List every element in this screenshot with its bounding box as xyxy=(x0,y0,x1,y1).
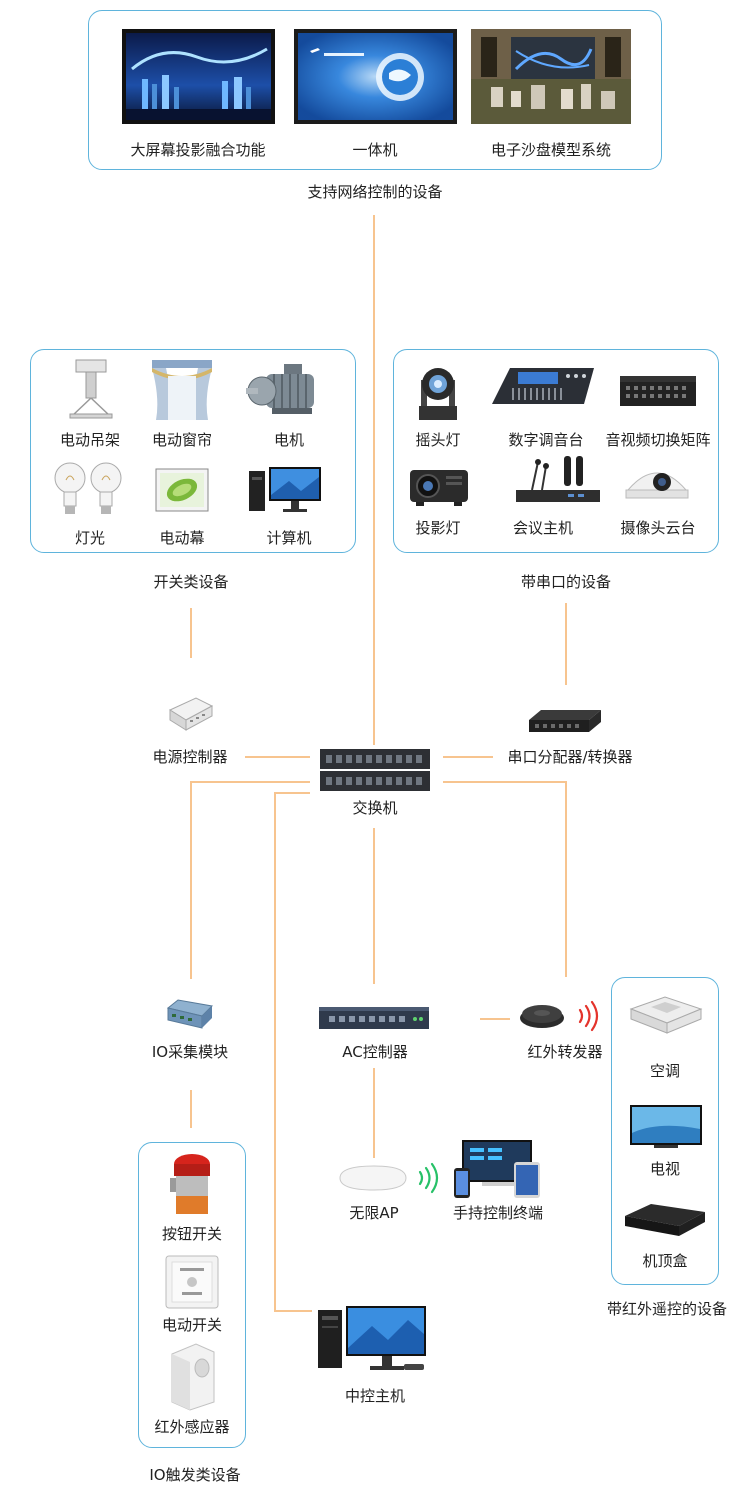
set-top-box-image xyxy=(625,1204,705,1236)
serial-item-5: 摄像头云台 xyxy=(620,519,696,537)
electric-curtain-image xyxy=(152,360,212,420)
line-io-vertical xyxy=(190,781,192,979)
line-ir-horizontal xyxy=(443,781,567,783)
io-item-1: 电动开关 xyxy=(161,1316,222,1334)
lightbulbs-image xyxy=(54,462,122,514)
digital-mixer-image xyxy=(492,368,594,404)
switch-item-3: 灯光 xyxy=(74,529,105,547)
serial-item-4: 会议主机 xyxy=(512,519,573,537)
serial-splitter-image xyxy=(529,710,601,732)
switch-item-2: 电机 xyxy=(273,431,304,449)
camera-ptz-image xyxy=(625,472,689,499)
sand-table-image xyxy=(471,29,631,124)
serial-item-2: 音视频切换矩阵 xyxy=(605,431,711,449)
serial-item-1: 数字调音台 xyxy=(508,431,584,449)
line-switch-to-ac xyxy=(373,828,375,984)
motor-image xyxy=(246,364,314,414)
ir-item-1: 电视 xyxy=(649,1160,680,1178)
network-switch-image xyxy=(320,749,430,791)
line-power-to-switch xyxy=(245,756,310,758)
switch-item-5: 计算机 xyxy=(266,529,312,547)
ir-devices-title: 带红外遥控的设备 xyxy=(606,1300,727,1318)
ir-transmitter-image xyxy=(520,1000,599,1032)
io-item-2: 红外感应器 xyxy=(154,1418,230,1436)
power-controller-image xyxy=(168,697,214,731)
switch-item-1: 电动窗帘 xyxy=(151,431,212,449)
line-io-to-devices xyxy=(190,1090,192,1128)
computer-image xyxy=(249,467,321,512)
electric-screen-image xyxy=(155,468,209,512)
io-item-0: 按钮开关 xyxy=(161,1225,222,1243)
switch-item-4: 电动幕 xyxy=(159,529,205,547)
central-host-label: 中控主机 xyxy=(344,1387,405,1405)
switch-devices-title: 开关类设备 xyxy=(153,573,229,591)
all-in-one-image xyxy=(294,29,457,124)
moving-head-light-image xyxy=(419,368,457,420)
io-devices-title: IO触发类设备 xyxy=(149,1466,241,1484)
handheld-terminal-label: 手持控制终端 xyxy=(452,1204,543,1222)
exit-switch-image xyxy=(165,1255,219,1309)
switch-item-0: 电动吊架 xyxy=(59,431,120,449)
projection-fusion-image xyxy=(122,29,275,124)
conference-host-image xyxy=(516,456,600,502)
line-switch-group-down xyxy=(190,608,192,658)
ac-controller-label: AC控制器 xyxy=(342,1043,408,1061)
network-devices-title: 支持网络控制的设备 xyxy=(307,183,443,201)
central-host-image xyxy=(318,1306,426,1370)
network-item-2: 电子沙盘模型系统 xyxy=(490,141,611,159)
electric-hanger-image xyxy=(69,359,113,419)
network-item-0: 大屏幕投影融合功能 xyxy=(130,141,266,159)
network-item-1: 一体机 xyxy=(352,141,398,159)
wireless-ap-label: 无限AP xyxy=(349,1204,399,1222)
air-conditioner-image xyxy=(629,996,703,1034)
io-module-label: IO采集模块 xyxy=(151,1043,229,1061)
power-controller-label: 电源控制器 xyxy=(152,748,228,766)
line-ir-vertical xyxy=(565,781,567,977)
ir-transmitter-label: 红外转发器 xyxy=(527,1043,603,1061)
serial-devices-title: 带串口的设备 xyxy=(520,573,611,591)
ac-controller-image xyxy=(319,1007,429,1029)
line-splitter-to-switch xyxy=(443,756,493,758)
ir-item-0: 空调 xyxy=(649,1062,680,1080)
handheld-terminal-image xyxy=(454,1140,540,1198)
io-module-image xyxy=(166,999,214,1029)
serial-splitter-label: 串口分配器/转换器 xyxy=(507,748,633,766)
projector-light-image xyxy=(410,470,468,506)
av-matrix-image xyxy=(620,376,696,406)
serial-item-0: 摇头灯 xyxy=(415,431,461,449)
line-host-to-pc xyxy=(274,1310,312,1312)
tv-image xyxy=(630,1105,702,1148)
line-serial-group-down xyxy=(565,603,567,685)
wireless-ap-image xyxy=(339,1162,439,1194)
switch-label: 交换机 xyxy=(352,799,398,817)
line-io-horizontal xyxy=(190,781,310,783)
line-top-to-switch xyxy=(373,215,375,745)
ir-sensor-image xyxy=(171,1343,215,1411)
line-ac-to-ap xyxy=(373,1068,375,1158)
push-button-image xyxy=(170,1154,210,1214)
serial-item-3: 投影灯 xyxy=(415,519,461,537)
line-host-horizontal xyxy=(274,792,310,794)
line-host-vertical xyxy=(274,792,276,1312)
ir-item-2: 机顶盒 xyxy=(642,1252,688,1270)
line-ac-to-ir xyxy=(480,1018,510,1020)
